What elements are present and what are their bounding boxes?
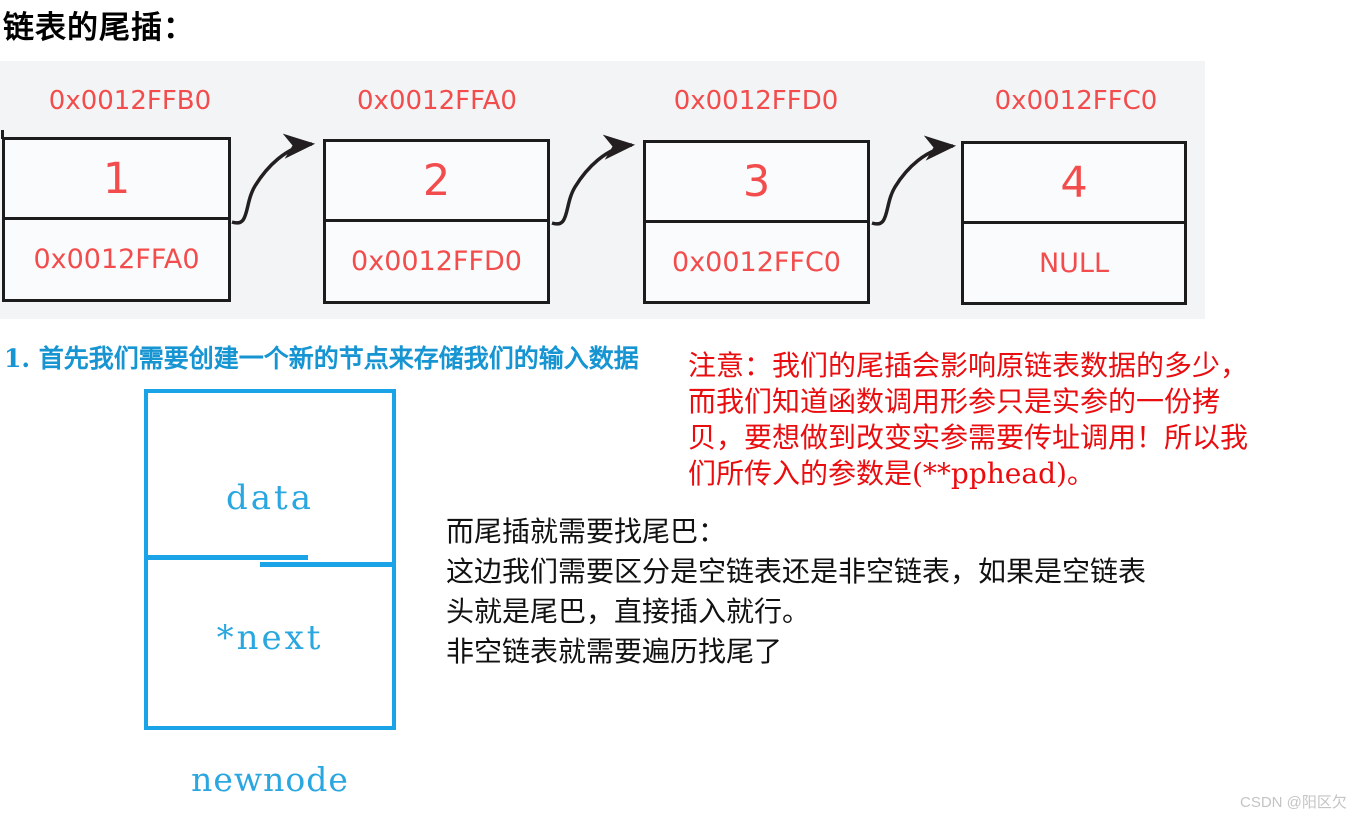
warning-note-line: 贝，要想做到改变实参需要传址调用！所以我 [688, 421, 1249, 454]
warning-note-line: 注意：我们的尾插会影响原链表数据的多少， [688, 349, 1249, 382]
node-address-label: 0x0012FFD0 [673, 86, 839, 116]
page-title: 链表的尾插： [3, 10, 195, 46]
node-address-label: 0x0012FFA0 [357, 86, 517, 116]
node-next-cell: 0x0012FFA0 [33, 244, 200, 275]
newnode-caption: newnode [191, 760, 349, 799]
tail-note-line: 而尾插就需要找尾巴： [446, 515, 727, 548]
newnode-box [144, 389, 396, 730]
list-node: 4 NULL [961, 141, 1187, 305]
tail-note-line: 这边我们需要区分是空链表还是非空链表，如果是空链表 [446, 555, 1147, 588]
watermark: CSDN @阳区欠 [1240, 794, 1347, 811]
newnode-data-label: data [226, 478, 314, 518]
newnode-next-label: *next [216, 618, 324, 658]
step1-note: 1. 首先我们需要创建一个新的节点来存储我们的输入数据 [4, 344, 639, 373]
node-value-cell: 3 [646, 143, 867, 223]
node-value-cell: 2 [326, 142, 547, 222]
list-node: 2 0x0012FFD0 [323, 139, 550, 304]
node-next-cell: 0x0012FFD0 [351, 246, 522, 277]
newnode-divider [260, 562, 392, 567]
node1-corner-tick [1, 130, 4, 139]
tail-note-line: 头就是尾巴，直接插入就行。 [446, 595, 811, 628]
list-node: 1 0x0012FFA0 [2, 137, 231, 302]
node-address-label: 0x0012FFB0 [48, 86, 212, 116]
node-value-cell: 4 [964, 144, 1184, 224]
warning-note-line: 们所传入的参数是(**pphead)。 [688, 457, 1095, 490]
newnode-divider [148, 555, 308, 560]
node-next-cell: NULL [1038, 247, 1110, 279]
node-address-label: 0x0012FFC0 [994, 86, 1158, 116]
tail-note: 而尾插就需要找尾巴： 这边我们需要区分是空链表还是非空链表，如果是空链表 头就是… [446, 512, 1206, 672]
warning-note-line: 而我们知道函数调用形参只是实参的一份拷 [688, 385, 1221, 418]
node-value-cell: 1 [5, 140, 228, 220]
node-next-cell: 0x0012FFC0 [672, 246, 841, 278]
warning-note: 注意：我们的尾插会影响原链表数据的多少， 而我们知道函数调用形参只是实参的一份拷… [688, 348, 1288, 492]
list-node: 3 0x0012FFC0 [643, 140, 870, 304]
tail-note-line: 非空链表就需要遍历找尾了 [446, 635, 783, 668]
